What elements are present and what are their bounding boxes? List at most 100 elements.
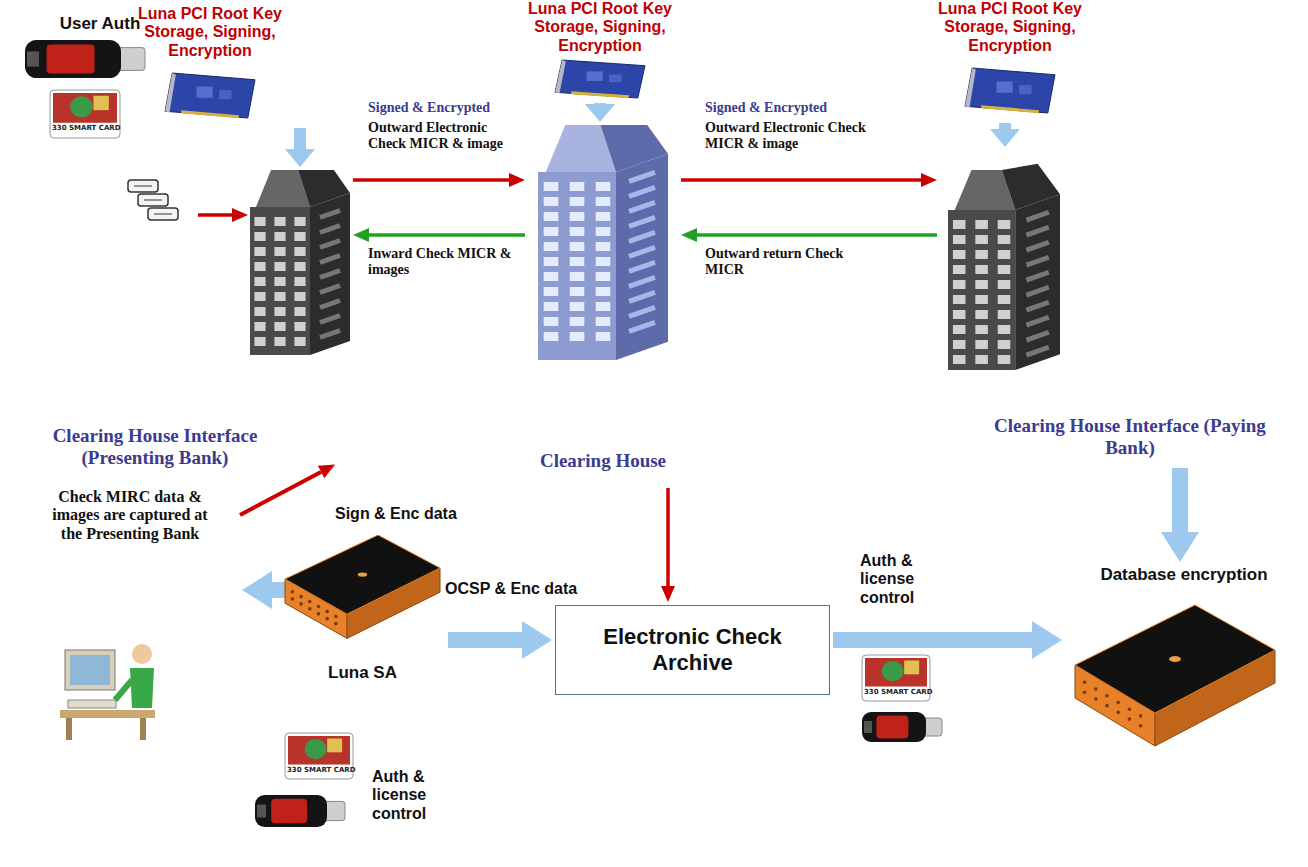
node-heading: Luna PCI Root Key Storage, Signing, Encr… (510, 0, 690, 55)
clearing-house-building-picture (544, 227, 559, 236)
operator-figure (130, 668, 154, 708)
hsm-appliance-picture (1094, 687, 1098, 691)
hsm-appliance-picture (1116, 701, 1120, 705)
clearing-house-building-picture (544, 197, 559, 206)
edge-label: Outward Electronic Check MICR & image (705, 120, 905, 152)
bank-building-picture (998, 325, 1011, 334)
clearing-house-building-picture (596, 197, 611, 206)
hsm-appliance-picture (291, 597, 295, 601)
bank-building-picture (1026, 287, 1048, 295)
node-heading: Luna PCI Root Key Storage, Signing, Encr… (920, 0, 1100, 55)
bank-building-picture (274, 337, 285, 346)
flow-arrow (833, 632, 1032, 648)
smart-card (882, 661, 904, 681)
hsm-card-picture (555, 60, 645, 98)
edge-label: Inward Check MICR & images (368, 246, 518, 278)
hsm-appliance-picture (317, 612, 321, 616)
bank-building-picture (1026, 302, 1048, 310)
bank-building-picture (975, 355, 988, 364)
clearing-house-building-picture (570, 197, 585, 206)
node-heading: Database encryption (1065, 565, 1303, 585)
bank-building-picture (948, 210, 1015, 370)
bank-building-picture (975, 235, 988, 244)
bank-building-picture (1026, 212, 1048, 220)
capture-arrow (198, 215, 232, 216)
node-heading: Clearing House (528, 450, 678, 472)
capture-arrow (240, 472, 321, 515)
bank-building-picture (294, 307, 305, 316)
usb-token (257, 805, 266, 818)
hsm-appliance-picture (1075, 605, 1275, 713)
clearing-house-building-picture (570, 182, 585, 191)
node-heading: Clearing House Interface (Paying Bank) (990, 415, 1270, 459)
operator-figure (70, 655, 110, 685)
archive-label: Electronic Check Archive (556, 616, 829, 685)
bank-building-picture (294, 322, 305, 331)
hsm-appliance: Luna SA (280, 535, 445, 700)
bank-building-picture (975, 265, 988, 274)
hsm-card-picture (587, 71, 603, 81)
card-print: 330 SMART CARD (864, 689, 928, 696)
flow-arrow (1172, 468, 1188, 532)
bank-building-picture (254, 262, 265, 271)
clearing-house-building-picture (596, 317, 611, 326)
clearing-house-building-picture (596, 257, 611, 266)
hsm-card: Luna PCI Root Key Storage, Signing, Encr… (500, 0, 700, 100)
smart-card (70, 96, 92, 117)
edge-label: Outward Electronic Check MICR & image (368, 120, 528, 152)
bank-building-picture (294, 217, 305, 226)
check-icons (138, 194, 168, 206)
bank-building-picture (254, 247, 265, 256)
clearing-house-building-picture (596, 332, 611, 341)
check-icons (128, 180, 158, 192)
bank-building-picture (953, 280, 966, 289)
process-note: Check MIRC data & images are captured at… (40, 488, 220, 543)
hsm-card-picture (197, 87, 213, 98)
bank-building: Clearing House Interface (Presenting Ban… (10, 170, 350, 480)
hsm-card-picture (571, 93, 629, 97)
hsm-card-picture (165, 73, 176, 113)
usb-token (271, 799, 307, 823)
bank-building-picture (274, 232, 285, 241)
bank-building-picture (274, 247, 285, 256)
smart-card (285, 733, 353, 779)
check-icons (128, 180, 178, 220)
hsm-card-picture (609, 74, 622, 82)
clearing-house-building-picture (629, 262, 655, 271)
check-icons (148, 208, 178, 220)
flow-arrow (594, 103, 606, 104)
usb-token (864, 721, 872, 733)
hsm-appliance-picture (1128, 707, 1132, 711)
bank-building: Clearing House Interface (Paying Bank) (940, 150, 1300, 465)
usb-token (255, 795, 327, 827)
bank-building-picture (953, 235, 966, 244)
bank-building-picture (975, 340, 988, 349)
clearing-house-building-picture (616, 154, 668, 360)
hsm-appliance-picture (308, 607, 312, 611)
bank-building-picture (998, 250, 1011, 259)
device-label: Auth & license control (372, 768, 457, 823)
clearing-house-building-picture (570, 242, 585, 251)
clearing-house-building-picture (544, 302, 559, 311)
flow-arrow (294, 128, 306, 149)
smart-card (862, 655, 930, 701)
bank-building-picture (298, 170, 350, 207)
bank-building-picture (975, 295, 988, 304)
clearing-house-building-picture (629, 202, 655, 211)
bank-building-picture (310, 193, 350, 355)
node-heading: Luna PCI Root Key Storage, Signing, Encr… (120, 5, 300, 60)
bank-building-picture (1015, 194, 1060, 370)
bank-building-picture (254, 217, 265, 226)
flow-arrow (666, 488, 670, 586)
bank-building-picture (998, 280, 1011, 289)
bank-building-picture (320, 286, 340, 293)
smart-card (93, 96, 108, 110)
hsm-appliance-picture (1105, 694, 1109, 698)
hsm-appliance-picture (1169, 656, 1181, 662)
clearing-house-building-picture (570, 317, 585, 326)
card-print: 330 SMART CARD (52, 125, 118, 132)
check-icons (154, 214, 172, 215)
smart-card (288, 736, 350, 765)
hsm-appliance-picture (317, 605, 321, 609)
